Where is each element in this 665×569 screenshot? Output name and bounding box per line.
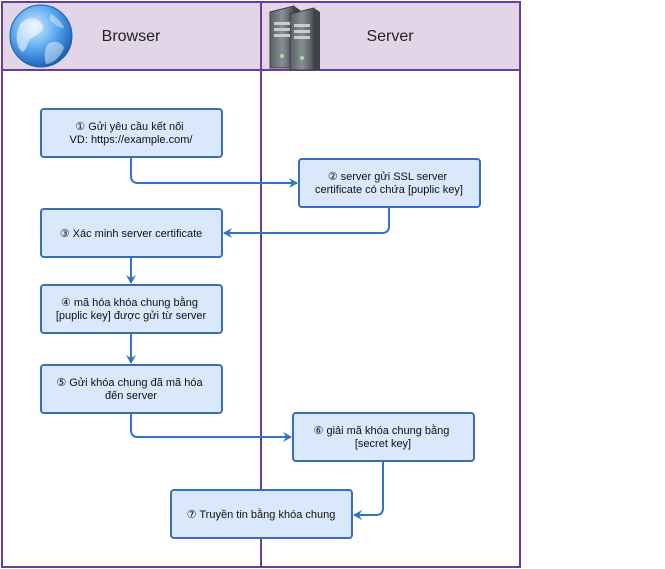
svg-text:⑦ Truyền tin bằng khóa chung: ⑦ Truyền tin bằng khóa chung: [187, 508, 336, 521]
globe-icon: [9, 4, 73, 68]
arrow-step2-to-step3: [223, 207, 390, 238]
step-4-line-1: ④ mã hóa khóa chung bằng: [61, 296, 198, 309]
svg-text:⑥ giải mã khóa chung bằng: ⑥ giải mã khóa chung bằng [secret key]: [314, 424, 453, 450]
step-1-box: ① Gửi yêu cầu kết nối VD: https://exampl…: [40, 108, 223, 158]
arrow-step1-to-step2: [130, 157, 298, 188]
step-2-box: ② server gửi SSL server certificate có c…: [298, 158, 481, 208]
server-lane-body: [260, 69, 521, 568]
arrow-step5-to-step6: [130, 413, 292, 442]
step-1-line-2: VD: https://example.com/: [70, 134, 194, 146]
step-3-line-1: ③ Xác minh server certificate: [60, 228, 203, 240]
step-6-line-2: [secret key]: [355, 438, 411, 450]
svg-text:④ mã hóa khóa chung bằng: ④ mã hóa khóa chung bằng [puplic key] đư…: [56, 296, 207, 322]
server-lane: Server: [260, 1, 521, 568]
step-1-line-1: ① Gửi yêu cầu kết nối: [75, 121, 183, 133]
svg-text:② server gửi SSL server: ② server gửi SSL server certificate có c…: [315, 171, 463, 196]
svg-text:① Gửi yêu cầu kết nối VD: ① Gửi yêu cầu kết nối VD: https://exampl…: [70, 121, 194, 146]
browser-lane-title: Browser: [102, 28, 161, 45]
step-5-line-1: ⑤ Gửi khóa chung đã mã hóa: [56, 377, 203, 389]
svg-text:⑤ Gửi khóa chung đã mã hóa: ⑤ Gửi khóa chung đã mã hóa đến server: [56, 377, 205, 402]
step-6-box: ⑥ giải mã khóa chung bằng [secret key]: [292, 412, 475, 462]
step-2-line-1: ② server gửi SSL server: [328, 171, 448, 183]
server-lane-title: Server: [366, 28, 414, 45]
step-6-line-1: ⑥ giải mã khóa chung bằng: [314, 424, 450, 437]
step-3-box: ③ Xác minh server certificate: [40, 208, 223, 258]
step-4-box: ④ mã hóa khóa chung bằng [puplic key] đư…: [40, 284, 223, 334]
step-5-box: ⑤ Gửi khóa chung đã mã hóa đến server: [40, 364, 223, 414]
server-icon: [269, 5, 320, 71]
step-7-box: ⑦ Truyền tin bằng khóa chung: [170, 489, 353, 539]
step-2-line-2: certificate có chứa [puplic key]: [315, 184, 463, 196]
svg-text:③ Xác minh server certificate: ③ Xác minh server certificate: [60, 228, 203, 240]
step-5-line-2: đến server: [105, 390, 157, 402]
step-7-line-1: ⑦ Truyền tin bằng khóa chung: [187, 508, 336, 521]
arrow-step6-to-step7: [353, 461, 384, 520]
step-4-line-2: [puplic key] được gửi từ server: [56, 310, 207, 322]
